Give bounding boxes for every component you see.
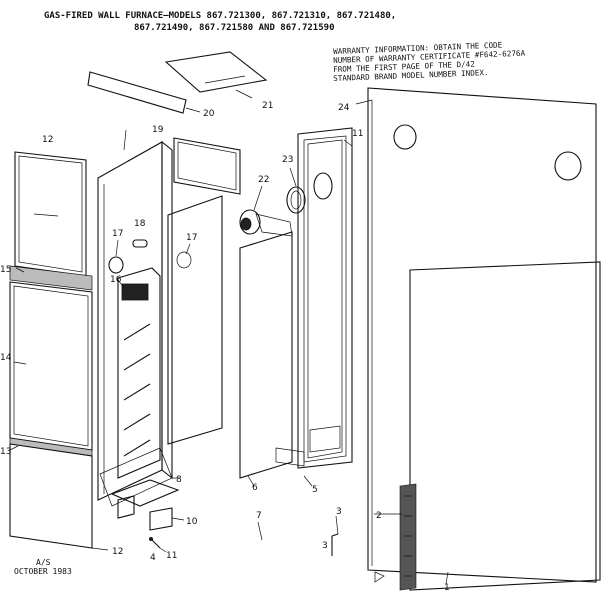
callout-15: 15 [0,265,11,275]
part-20-strip [87,71,187,114]
callout-1: 1 [444,583,450,593]
footer-code: A/S [36,558,51,567]
callout-labels: 21 20 24 19 12 11 23 22 18 17 17 15 16 1… [0,101,450,593]
part-23-gasket-ring [286,186,306,214]
callout-22: 22 [258,175,269,185]
callout-10: 10 [186,517,198,527]
callout-12-bottom: 12 [112,547,123,557]
callout-12-top: 12 [42,135,53,145]
part-12-upper-panel [14,151,87,277]
part-6-inner-panel [239,231,305,479]
callout-3-bottom: 3 [322,541,328,551]
part-24-back-panel [367,87,597,583]
callout-20: 20 [203,109,215,119]
callout-6: 6 [252,483,258,493]
callout-23: 23 [282,155,293,165]
footer-date: OCTOBER 1983 [14,567,72,576]
part-15-trim-strip [9,265,93,291]
callout-16: 16 [110,275,122,285]
callout-17-right: 17 [186,233,197,243]
diagram-title-line-1: GAS-FIRED WALL FURNACE—MODELS 867.721300… [44,11,397,21]
part-partition-panel [167,137,241,445]
part-3-clip [331,533,339,556]
callout-11-top: 11 [352,129,363,139]
part-11-screw [148,537,161,549]
callout-3-top: 3 [336,507,342,517]
diagram-title-line-2: 867.721490, 867.721580 AND 867.721590 [134,23,335,33]
part-2-front-cover [374,261,601,591]
part-21-top-panel [164,51,268,93]
part-19-cabinet [97,140,173,507]
callout-13: 13 [0,447,11,457]
part-10-base-bracket [110,479,180,531]
callout-21: 21 [262,101,273,111]
part-17-sight-glass-left [108,256,124,274]
callout-4: 4 [150,553,156,563]
leader-lines [9,89,449,585]
callout-2: 2 [376,511,382,521]
callout-8: 8 [176,475,182,485]
part-14-front-panel [9,281,93,451]
part-5-flue-frame [297,127,353,469]
callout-17-left: 17 [112,229,123,239]
callout-18: 18 [134,219,146,229]
part-18-bracket [132,239,148,248]
callout-14: 14 [0,353,12,363]
callout-5: 5 [312,485,318,495]
part-13-lower-panel [9,437,93,549]
callout-11-bottom: 11 [166,551,177,561]
callout-19: 19 [152,125,164,135]
callout-24: 24 [338,103,350,113]
part-16-heat-exchanger [117,267,161,479]
part-22-blower [239,209,293,237]
callout-7: 7 [256,511,262,521]
